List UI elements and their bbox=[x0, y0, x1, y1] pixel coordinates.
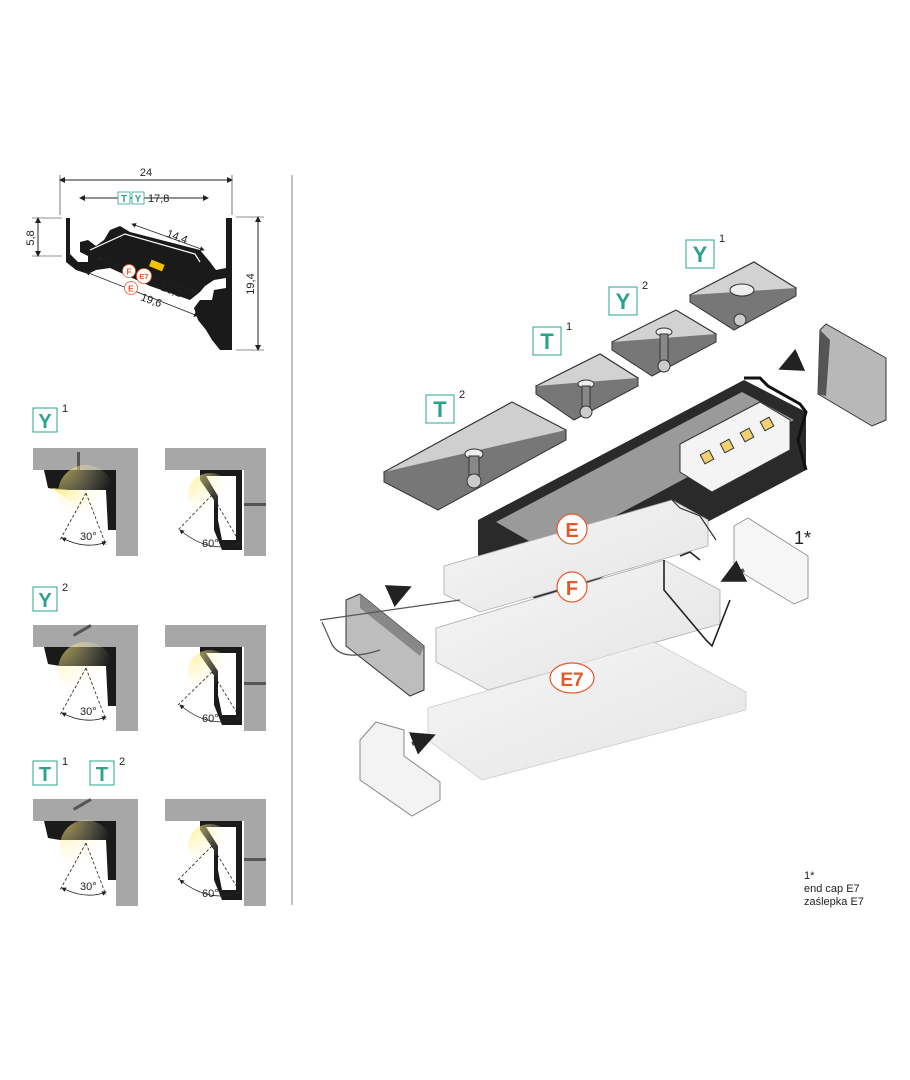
clip-sup: 1 bbox=[566, 321, 572, 333]
profile-cross-section bbox=[66, 218, 232, 350]
dim-height-left-label: 5,8 bbox=[25, 230, 37, 245]
mounting-option-y1: Y 1 30° 60° bbox=[32, 403, 266, 556]
footnote-line-pl: zaślepka E7 bbox=[804, 896, 864, 908]
option-sup: 1 bbox=[62, 403, 68, 415]
clip-sup: 1 bbox=[719, 233, 725, 245]
angle-30: 30° bbox=[80, 881, 97, 893]
clip-letter: T bbox=[433, 397, 447, 422]
clip-sup: 2 bbox=[642, 280, 648, 292]
angle-30: 30° bbox=[80, 531, 97, 543]
led-strip bbox=[699, 416, 775, 465]
end-cap-right bbox=[778, 323, 887, 427]
diffuser-label: E bbox=[565, 520, 578, 542]
clip-y1: Y 1 bbox=[685, 233, 798, 331]
tag-f: F bbox=[126, 267, 131, 277]
footnote-marker: 1* bbox=[804, 870, 815, 882]
tag-e: E bbox=[128, 284, 134, 294]
option-sup-t1: 1 bbox=[62, 756, 68, 768]
option-letter: Y bbox=[38, 590, 52, 612]
tag-e7: E7 bbox=[139, 272, 148, 281]
option-letter-t2: T bbox=[96, 764, 108, 786]
clip-sup: 2 bbox=[459, 389, 465, 401]
inner-tag-t: T bbox=[121, 194, 127, 205]
angle-60: 60° bbox=[202, 713, 219, 725]
option-letter-t1: T bbox=[39, 764, 51, 786]
footnote-line-en: end cap E7 bbox=[804, 883, 860, 895]
exploded-view: Y 1 Y 2 T 1 bbox=[319, 233, 887, 817]
footnote: 1* end cap E7 zaślepka E7 bbox=[804, 870, 864, 908]
cross-section: 24 T Y 17,8 5,8 19,4 14,4 F E7 16,1 bbox=[25, 167, 264, 351]
diffuser-f: F bbox=[435, 551, 731, 691]
end-cap-e7: 1* bbox=[720, 517, 811, 605]
option-letter: Y bbox=[38, 411, 52, 433]
clip-letter: T bbox=[540, 329, 554, 354]
end-cap-bottom-left bbox=[359, 721, 441, 817]
dim-e-label: 19,6 bbox=[139, 292, 163, 311]
mounting-option-y2: Y 2 30° 60° bbox=[32, 582, 266, 731]
angle-30: 30° bbox=[80, 706, 97, 718]
angle-60: 60° bbox=[202, 538, 219, 550]
mounting-option-t: T 1 T 2 30° 60° bbox=[32, 756, 266, 906]
diffuser-label: E7 bbox=[560, 670, 583, 691]
clip-y2: Y 2 bbox=[608, 280, 718, 377]
endcap-marker: 1* bbox=[794, 528, 811, 548]
clip-t2: T 2 bbox=[382, 389, 568, 511]
diffuser-e: E bbox=[443, 499, 717, 613]
option-sup: 2 bbox=[62, 582, 68, 594]
angle-60: 60° bbox=[202, 888, 219, 900]
clip-letter: Y bbox=[616, 289, 631, 314]
clip-t1: T 1 bbox=[532, 321, 640, 421]
diffuser-label: F bbox=[566, 578, 578, 600]
end-cap-left-cable bbox=[319, 585, 461, 697]
dim-width-label: 24 bbox=[140, 167, 152, 179]
dim-height-right-label: 19,4 bbox=[245, 273, 257, 294]
inner-tag-y: Y bbox=[135, 194, 142, 205]
option-sup-t2: 2 bbox=[119, 756, 125, 768]
clip-letter: Y bbox=[693, 242, 708, 267]
dim-inner-label: 17,8 bbox=[148, 193, 169, 205]
